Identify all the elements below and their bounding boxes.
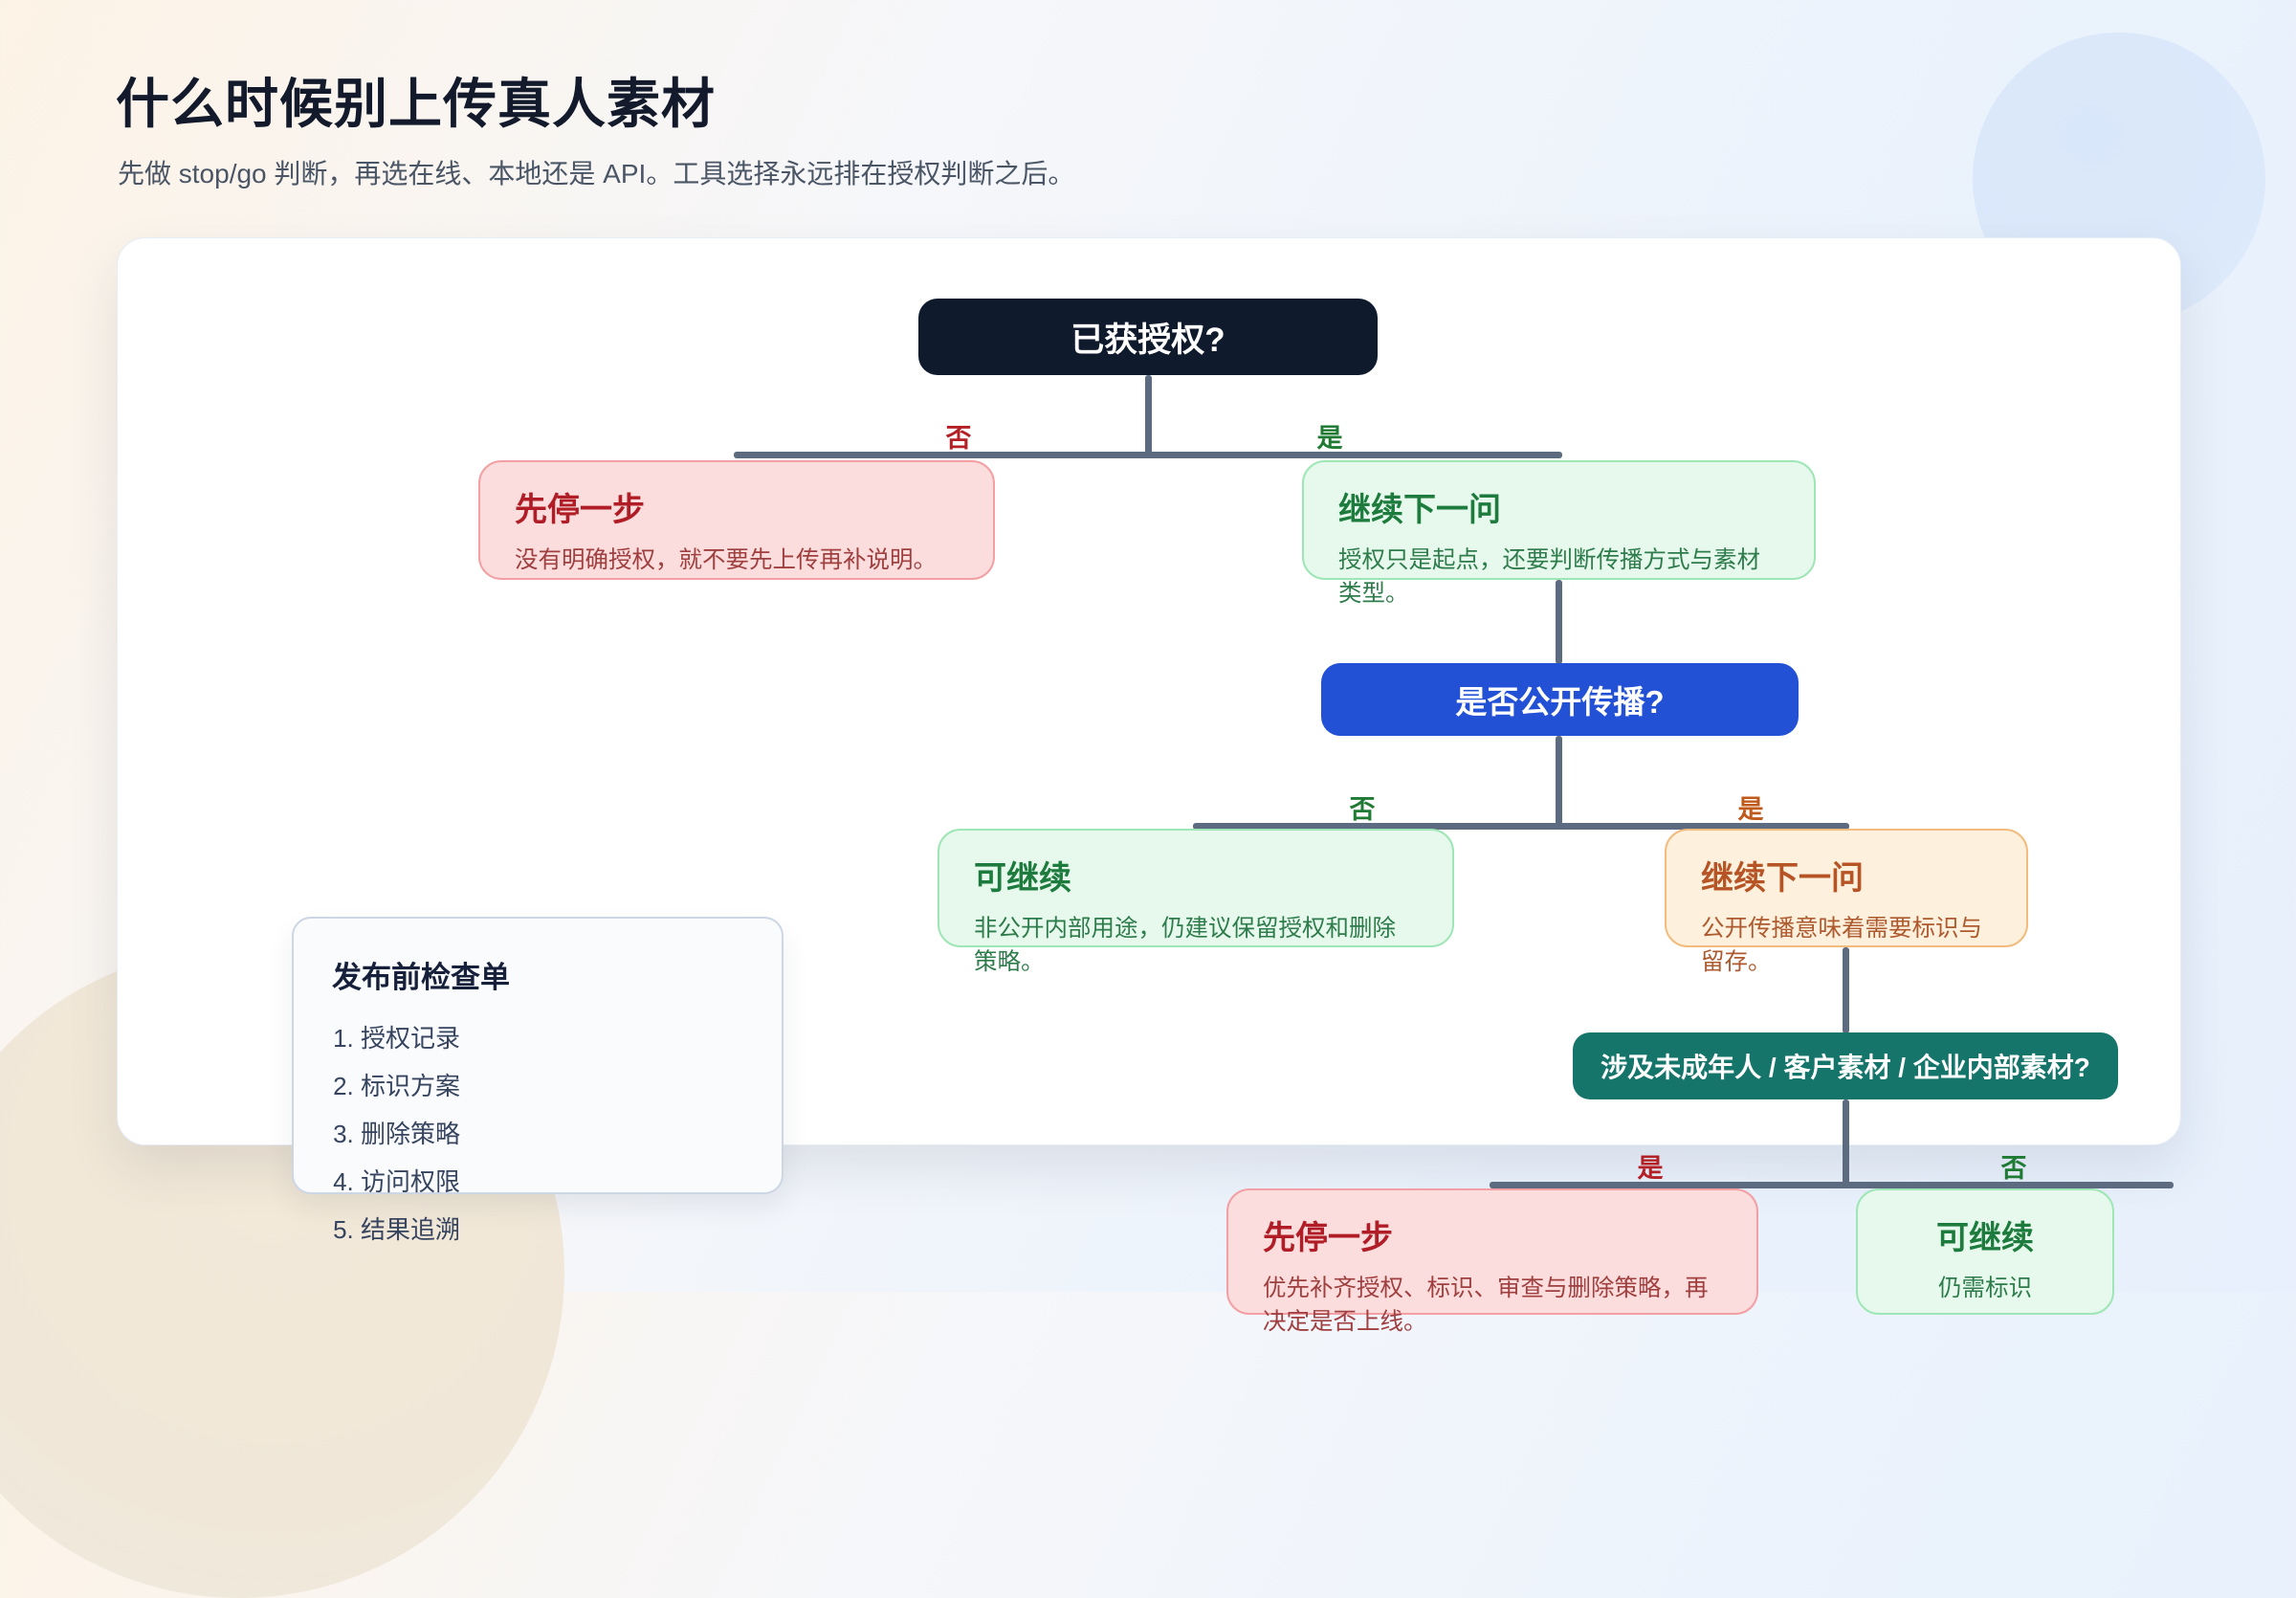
connector-q1-stem (1145, 375, 1152, 457)
outcome-box-stop-1: 先停一步 没有明确授权，就不要先上传再补说明。 (478, 460, 995, 580)
decision-node-public-label: 是否公开传播? (1455, 684, 1665, 720)
decision-node-authorized: 已获授权? (918, 299, 1378, 375)
connector-q2-branch (1193, 823, 1849, 830)
outcome-box-next-2-desc: 公开传播意味着需要标识与留存。 (1701, 916, 1982, 975)
connector-q3-branch (1490, 1182, 2174, 1188)
connector-q1-branch (734, 452, 1562, 458)
outcome-box-next-2: 继续下一问 公开传播意味着需要标识与留存。 (1665, 829, 2028, 975)
decision-node-public: 是否公开传播? (1321, 663, 1799, 736)
outcome-box-go-2-desc: 仍需标识 (1938, 1276, 2032, 1301)
outcome-box-next-2-title: 继续下一问 (1701, 860, 1864, 897)
outcome-box-stop-1-desc: 没有明确授权，就不要先上传再补说明。 (515, 547, 937, 573)
checklist-item: 标识方案 (361, 1067, 743, 1102)
outcome-box-next-1-title: 继续下一问 (1338, 492, 1501, 528)
checklist-item: 结果追溯 (361, 1210, 743, 1246)
decision-node-sensitive-label: 涉及未成年人 / 客户素材 / 企业内部素材? (1601, 1053, 2090, 1082)
checklist-item: 授权记录 (361, 1019, 743, 1054)
decision-node-sensitive: 涉及未成年人 / 客户素材 / 企业内部素材? (1573, 1032, 2118, 1099)
connector-q3-stem (1843, 1099, 1849, 1184)
outcome-box-go-2: 可继续 仍需标识 (1856, 1188, 2114, 1315)
outcome-box-go-1-title: 可继续 (974, 860, 1071, 897)
edge-label-q3-yes: 是 (1637, 1154, 1664, 1183)
outcome-box-go-1-desc: 非公开内部用途，仍建议保留授权和删除策略。 (974, 916, 1396, 975)
edge-label-q1-yes: 是 (1316, 424, 1343, 453)
outcome-box-stop-2-desc: 优先补齐授权、标识、审查与删除策略，再决定是否上线。 (1263, 1276, 1709, 1335)
connector-q2yes-q3 (1843, 947, 1849, 1033)
outcome-box-stop-2-title: 先停一步 (1263, 1220, 1393, 1256)
decision-node-authorized-label: 已获授权? (1071, 321, 1225, 359)
outcome-box-next-1-desc: 授权只是起点，还要判断传播方式与素材类型。 (1338, 547, 1760, 607)
outcome-box-stop-1-title: 先停一步 (515, 492, 645, 528)
outcome-box-go-1: 可继续 非公开内部用途，仍建议保留授权和删除策略。 (938, 829, 1454, 975)
edge-label-q2-yes: 是 (1737, 795, 1764, 824)
outcome-box-next-1: 继续下一问 授权只是起点，还要判断传播方式与素材类型。 (1302, 460, 1816, 607)
pre-publish-checklist-card: 发布前检查单 授权记录 标识方案 删除策略 访问权限 结果追溯 (292, 917, 784, 1244)
outcome-box-go-2-title: 可继续 (1936, 1220, 2034, 1256)
edge-label-q3-no: 否 (2000, 1154, 2027, 1183)
edge-label-q1-no: 否 (945, 424, 972, 453)
connector-q1yes-q2 (1556, 580, 1562, 664)
outcome-box-stop-2: 先停一步 优先补齐授权、标识、审查与删除策略，再决定是否上线。 (1226, 1188, 1758, 1335)
edge-label-q2-no: 否 (1349, 795, 1376, 824)
page-title: 什么时候别上传真人素材 (116, 74, 716, 134)
checklist-item: 访问权限 (361, 1163, 743, 1198)
page-subtitle: 先做 stop/go 判断，再选在线、本地还是 API。工具选择永远排在授权判断… (118, 159, 1075, 189)
checklist-items: 授权记录 标识方案 删除策略 访问权限 结果追溯 (361, 1019, 743, 1246)
checklist-item: 删除策略 (361, 1115, 743, 1150)
connector-q2-stem (1556, 736, 1562, 825)
checklist-title: 发布前检查单 (332, 961, 510, 994)
